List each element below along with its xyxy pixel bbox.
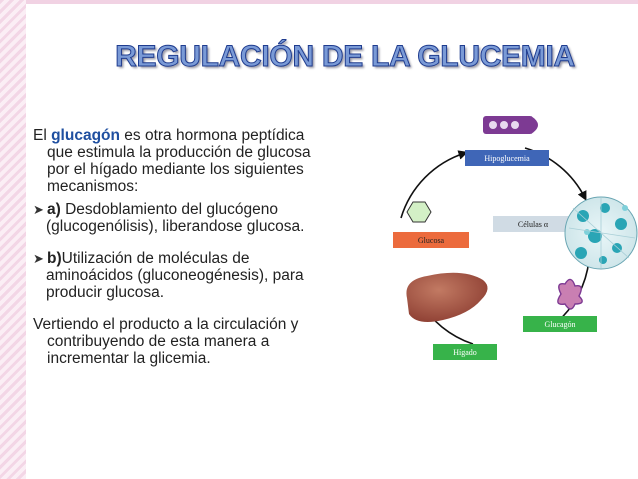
- higado-label: Hígado: [453, 348, 477, 357]
- intro-line-4: mecanismos:: [47, 178, 139, 195]
- decorative-stripes: [0, 0, 26, 479]
- glucosa-label-box: Glucosa: [393, 232, 469, 248]
- top-border: [26, 0, 638, 4]
- intro-line-3: por el hígado mediante los siguientes: [47, 161, 304, 178]
- cycle-arrow: [400, 150, 469, 219]
- bullet-b-line-3: producir glucosa.: [46, 284, 165, 301]
- paragraph-conclusion: Vertiendo el producto a la circulación y…: [33, 316, 373, 367]
- glucagon-molecule-icon: [557, 278, 583, 310]
- higado-label-box: Hígado: [433, 344, 497, 360]
- bullet-b: ➤b)Utilización de moléculas de aminoácid…: [33, 250, 373, 301]
- bullet-arrow-icon: ➤: [33, 202, 44, 217]
- keyword-glucagon: glucagón: [51, 127, 120, 144]
- glucose-hexagon-icon: [406, 201, 432, 223]
- glucagon-cycle-diagram: Hipoglucemia Células α Glucagón Hígado: [393, 116, 638, 360]
- hipoglucemia-label: Hipoglucemia: [484, 154, 530, 163]
- bullet-b-line-1-rest: Utilización de moléculas de: [61, 250, 250, 267]
- intro-line-1-rest: es otra hormona peptídica: [119, 127, 305, 144]
- receptor-icon: [483, 116, 538, 134]
- glucagon-label-box: Glucagón: [523, 316, 597, 332]
- celulas-label: Células α: [518, 220, 549, 229]
- bullet-a-label: a): [47, 201, 61, 218]
- conclusion-line-3: incrementar la glicemia.: [47, 350, 211, 367]
- bullet-a-line-1: ➤a) Desdoblamiento del glucógeno: [33, 201, 373, 218]
- bullet-arrow-icon: ➤: [33, 251, 44, 266]
- bullet-b-line-1: ➤b)Utilización de moléculas de: [33, 250, 373, 267]
- intro-line-1: El glucagón es otra hormona peptídica: [33, 127, 373, 144]
- hipoglucemia-label-box: Hipoglucemia: [465, 150, 549, 166]
- celulas-label-box: Células α: [493, 216, 573, 232]
- conclusion-line-2: contribuyendo de esta manera a: [47, 333, 270, 350]
- glucosa-label: Glucosa: [418, 236, 445, 245]
- paragraph-intro: El glucagón es otra hormona peptídica qu…: [33, 127, 373, 195]
- intro-line-2: que estimula la producción de glucosa: [47, 144, 311, 161]
- bullet-a-line-2: (glucogenólisis), liberandose glucosa.: [46, 218, 305, 235]
- conclusion-line-1: Vertiendo el producto a la circulación y: [33, 316, 299, 333]
- intro-prefix: El: [33, 127, 52, 144]
- bullet-b-line-2: aminoácidos (gluconeogénesis), para: [46, 267, 304, 284]
- bullet-a: ➤a) Desdoblamiento del glucógeno (glucog…: [33, 201, 373, 235]
- slide-body: El glucagón es otra hormona peptídica qu…: [33, 127, 373, 367]
- liver-icon: [406, 272, 488, 322]
- pancreatic-islet-icon: [564, 196, 638, 270]
- slide-title: REGULACIÓN DE LA GLUCEMIA: [115, 40, 576, 74]
- bullet-b-label: b): [47, 250, 62, 267]
- bullet-a-line-1-rest: Desdoblamiento del glucógeno: [60, 201, 278, 218]
- glucagon-label: Glucagón: [544, 320, 575, 329]
